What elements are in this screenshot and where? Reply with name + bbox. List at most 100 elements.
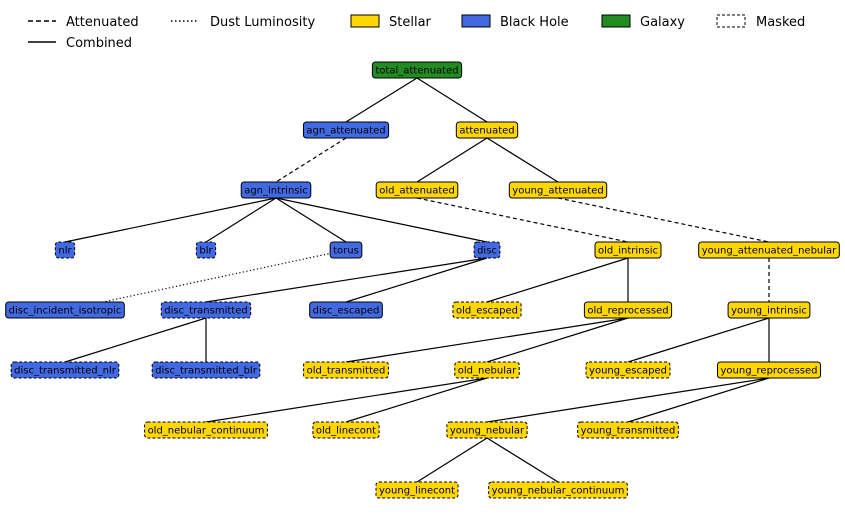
edge-total_attenuated-to-attenuated (416, 77, 488, 123)
legend-black-hole-label: Black Hole (500, 15, 569, 30)
node-label: old_escaped (456, 306, 518, 317)
node-blr: blr (195, 241, 217, 259)
node-box (473, 241, 501, 259)
node-box (716, 361, 822, 379)
edge-young_nebular-to-young_nebular_continuum (486, 437, 559, 483)
node-label: young_escaped (589, 366, 667, 377)
node-old-nebular-continuum: old_nebular_continuum (144, 421, 268, 439)
node-box (577, 421, 679, 439)
edge-agn_intrinsic-to-blr (205, 197, 277, 243)
edge-torus-to-disc_incident_isotropic (102, 252, 333, 303)
edge-old_nebular-to-old_linecont (345, 377, 488, 423)
node-box (5, 301, 125, 319)
node-old-linecont: old_linecont (312, 421, 380, 439)
node-attenuated: attenuated (455, 121, 519, 139)
edge-disc_transmitted-to-disc_transmitted_nlr (64, 317, 207, 363)
node-box (302, 121, 390, 139)
node-young-nebular: young_nebular (446, 421, 528, 439)
node-label: old_intrinsic (598, 246, 658, 257)
node-old-nebular: old_nebular (454, 361, 520, 379)
node-total-attenuated: total_attenuated (371, 61, 463, 79)
node-label: disc_transmitted (164, 306, 247, 317)
node-label: nlr (58, 246, 72, 257)
node-old-intrinsic: old_intrinsic (594, 241, 662, 259)
node-label: young_intrinsic (731, 306, 807, 317)
node-label: disc_escaped (313, 306, 380, 317)
node-label: agn_intrinsic (244, 186, 308, 197)
node-agn-intrinsic: agn_intrinsic (240, 181, 312, 199)
legend-masked-label: Masked (756, 15, 805, 30)
edge-total_attenuated-to-agn_attenuated (345, 77, 418, 123)
node-box (371, 61, 463, 79)
legend-masked-swatch (716, 14, 746, 28)
node-box (727, 301, 811, 319)
node-disc-transmitted-nlr: disc_transmitted_nlr (10, 361, 120, 379)
edges (64, 77, 770, 483)
node-box (195, 241, 217, 259)
edge-old_intrinsic-to-old_escaped (486, 257, 629, 303)
node-label: old_nebular_continuum (148, 426, 265, 437)
legend-combined-label: Combined (66, 36, 132, 51)
edge-old_attenuated-to-old_intrinsic (416, 197, 629, 243)
node-disc-transmitted: disc_transmitted (160, 301, 252, 319)
node-box (585, 361, 671, 379)
node-box (594, 241, 662, 259)
node-young-reprocessed: young_reprocessed (716, 361, 822, 379)
node-box (452, 301, 522, 319)
node-label: disc (477, 246, 497, 257)
nodes: total_attenuated agn_attenuated attenuated… (5, 61, 840, 499)
node-box (144, 421, 268, 439)
edge-agn_attenuated-to-agn_intrinsic (275, 137, 347, 183)
edge-young_attenuated-to-young_attenuated_nebular (557, 197, 770, 243)
node-box (375, 181, 459, 199)
node-old-attenuated: old_attenuated (375, 181, 459, 199)
edge-attenuated-to-young_attenuated (486, 137, 559, 183)
edge-disc-to-disc_escaped (345, 257, 488, 303)
node-box (160, 301, 252, 319)
legend-galaxy-label: Galaxy (640, 15, 685, 30)
node-torus: torus (329, 241, 363, 259)
node-label: disc_incident_isotropic (9, 306, 122, 317)
node-young-linecont: young_linecont (375, 481, 459, 499)
node-old-reprocessed: old_reprocessed (583, 301, 673, 319)
legend-attenuated-label: Attenuated (66, 15, 139, 30)
node-label: old_reprocessed (587, 306, 668, 317)
node-label: young_nebular (450, 426, 525, 437)
node-box (151, 361, 261, 379)
edge-young_intrinsic-to-young_escaped (627, 317, 770, 363)
edge-young_reprocessed-to-young_nebular (486, 377, 770, 423)
node-young-attenuated: young_attenuated (508, 181, 608, 199)
node-box (698, 241, 840, 259)
node-label: young_transmitted (581, 426, 676, 437)
node-label: young_attenuated_nebular (702, 246, 837, 257)
node-box (309, 301, 383, 319)
node-old-transmitted: old_transmitted (303, 361, 389, 379)
legend: Attenuated Combined Dust Luminosity Stel… (28, 14, 805, 51)
node-label: agn_attenuated (306, 126, 385, 137)
node-box (508, 181, 608, 199)
node-label: young_linecont (379, 486, 455, 497)
node-box (303, 361, 389, 379)
legend-galaxy-swatch (601, 14, 631, 28)
node-label: blr (199, 246, 213, 257)
node-box (375, 481, 459, 499)
node-box (488, 481, 628, 499)
legend-stellar-swatch (350, 14, 380, 28)
node-box (446, 421, 528, 439)
node-label: attenuated (459, 126, 514, 137)
node-label: disc_transmitted_nlr (14, 366, 117, 377)
node-label: total_attenuated (375, 66, 458, 77)
node-label: old_attenuated (379, 186, 455, 197)
node-label: young_attenuated (512, 186, 603, 197)
node-label: old_nebular (458, 366, 517, 377)
legend-black-hole-swatch (461, 14, 491, 28)
node-young-intrinsic: young_intrinsic (727, 301, 811, 319)
node-box (329, 241, 363, 259)
edge-young_nebular-to-young_linecont (416, 437, 488, 483)
edge-attenuated-to-old_attenuated (416, 137, 488, 183)
node-young-attenuated-nebular: young_attenuated_nebular (698, 241, 840, 259)
node-young-escaped: young_escaped (585, 361, 671, 379)
node-disc-incident-isotropic: disc_incident_isotropic (5, 301, 125, 319)
node-box (583, 301, 673, 319)
